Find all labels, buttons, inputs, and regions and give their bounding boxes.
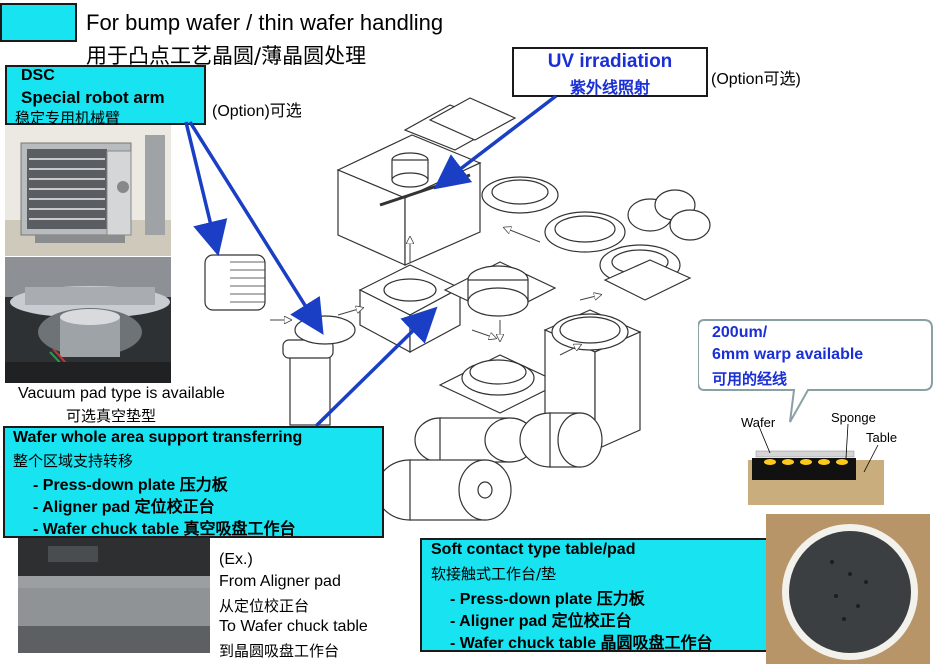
dsc-box: DSC Special robot arm 稳定专用机械臂 [5, 65, 206, 127]
transfer-item: - Press-down plate 压力板 [33, 477, 228, 494]
uv-box: UV irradiation 紫外线照射 [512, 47, 708, 97]
warp-callout-bubble [698, 319, 933, 423]
example-from: From Aligner pad [219, 573, 341, 590]
page-title-cn: 用于凸点工艺晶圆/薄晶圆处理 [86, 44, 367, 68]
dsc-subtitle: Special robot arm [21, 88, 165, 107]
transfer-title-cn: 整个区域支持转移 [13, 452, 134, 470]
wafer-label: Wafer [741, 415, 776, 430]
vacuum-pad-label-cn: 可选真空垫型 [66, 407, 157, 425]
transfer-title: Wafer whole area support transferring [13, 429, 303, 446]
uv-subtitle: 紫外线照射 [569, 78, 650, 97]
warp-diagram [748, 423, 884, 505]
robot-arm-photo [5, 125, 171, 256]
vacuum-pad-label: Vacuum pad type is available [18, 385, 225, 402]
soft-pad-photo [766, 514, 930, 664]
dsc-subtitle-cn: 稳定专用机械臂 [15, 109, 121, 127]
warp-callout-line2: 6mm warp available [712, 346, 864, 363]
uv-title: UV irradiation [547, 51, 673, 72]
sponge-label: Sponge [831, 410, 876, 425]
soft-contact-item: - Press-down plate 压力板 [450, 591, 645, 608]
option-label-left: (Option)可选 [212, 103, 302, 120]
warp-callout-line1: 200um/ [712, 324, 768, 341]
warp-callout-line3: 可用的经线 [712, 370, 788, 388]
transfer-box: Wafer whole area support transferring 整个… [3, 426, 384, 538]
example-to: To Wafer chuck table [219, 618, 368, 635]
example-from-cn: 从定位校正台 [219, 597, 310, 615]
transfer-item: - Wafer chuck table 真空吸盘工作台 [33, 521, 296, 538]
soft-contact-title: Soft contact type table/pad [431, 541, 636, 558]
soft-contact-title-cn: 软接触式工作台/垫 [431, 565, 557, 583]
transfer-example-photo [18, 538, 210, 653]
option-label-right: (Option可选) [711, 71, 801, 88]
table-label: Table [866, 430, 898, 445]
legend-swatch [0, 3, 77, 42]
vacuum-pad-photo [5, 257, 171, 383]
example-to-cn: 到晶圆吸盘工作台 [219, 642, 340, 660]
transfer-item: - Aligner pad 定位校正台 [33, 499, 215, 516]
page-title: For bump wafer / thin wafer handling [86, 10, 444, 35]
soft-contact-item: - Wafer chuck table 晶圆吸盘工作台 [450, 635, 713, 652]
soft-contact-item: - Aligner pad 定位校正台 [450, 613, 632, 630]
example-label: (Ex.) [219, 551, 253, 568]
dsc-title: DSC [21, 67, 55, 84]
soft-contact-box: Soft contact type table/pad 软接触式工作台/垫 - … [420, 538, 778, 652]
